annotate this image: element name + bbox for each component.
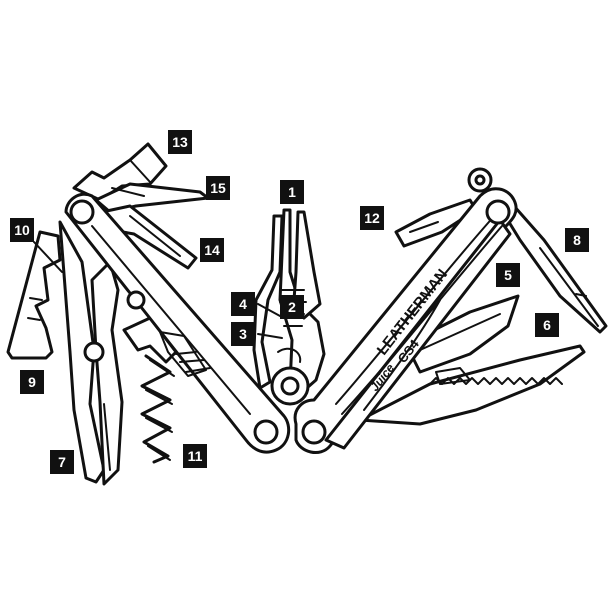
callout-7: 7 [50,450,74,474]
callout-8: 8 [565,228,589,252]
tool-15-blade [94,182,210,214]
left-handle [64,192,291,454]
pliers [252,208,326,406]
lanyard-ring [467,167,493,193]
callout-4: 4 [231,292,255,316]
callout-9: 9 [20,370,44,394]
callout-14: 14 [200,238,224,262]
leader-lines [33,241,283,339]
tool-8-awl [502,204,608,334]
callout-6: 6 [535,313,559,337]
tool-5-blade [404,294,520,374]
callout-5: 5 [496,263,520,287]
callout-12: 12 [360,206,384,230]
callout-11: 11 [183,444,207,468]
right-handle: LEATHERMAN Juice CS4 [293,187,518,455]
tool-6-serrated-blade [358,344,586,426]
callout-2: 2 [280,295,304,319]
callout-1: 1 [280,180,304,204]
callout-10: 10 [10,218,34,242]
tool-7-scissors [58,220,124,486]
tool-11-corkscrew [122,316,178,464]
callout-15: 15 [206,176,230,200]
tool-9-file [6,230,62,360]
callout-3: 3 [231,322,255,346]
callout-13: 13 [168,130,192,154]
